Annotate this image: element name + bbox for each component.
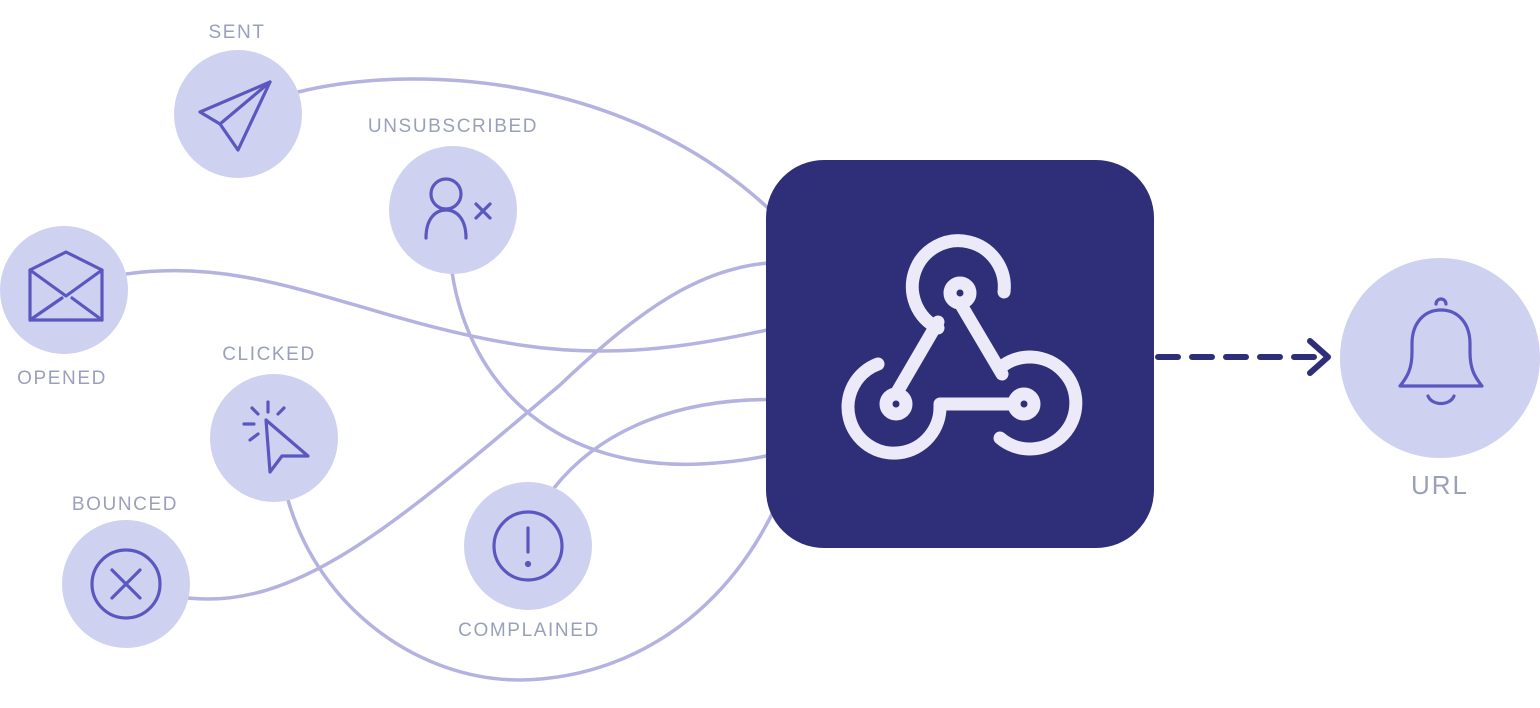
wire-complained bbox=[552, 397, 791, 490]
event-node-clicked: CLICKED bbox=[210, 344, 338, 502]
wire-sent bbox=[297, 77, 792, 232]
event-circle-opened bbox=[0, 226, 128, 354]
webhook-hub-box bbox=[766, 160, 1154, 548]
event-node-bounced: BOUNCED bbox=[62, 494, 190, 648]
wire-opened bbox=[125, 268, 791, 353]
event-circle-sent bbox=[174, 50, 302, 178]
event-node-unsubscribed: UNSUBSCRIBED bbox=[368, 116, 538, 274]
bell-icon bbox=[1398, 297, 1484, 406]
event-node-sent: SENT bbox=[174, 22, 302, 178]
delivery-arrow-head bbox=[1307, 338, 1331, 376]
event-label-bounced: BOUNCED bbox=[72, 494, 178, 515]
destination-node: URL bbox=[1340, 258, 1540, 500]
wire-bounced bbox=[187, 260, 791, 601]
destination-circle bbox=[1340, 258, 1540, 458]
envelope-open-icon bbox=[28, 250, 104, 322]
wire-clicked bbox=[286, 469, 792, 682]
destination-label: URL bbox=[1411, 470, 1469, 500]
connection-wires bbox=[125, 77, 792, 682]
event-label-opened: OPENED bbox=[17, 368, 107, 389]
event-label-sent: SENT bbox=[208, 22, 265, 43]
webhook-hub bbox=[766, 160, 1154, 548]
paper-plane-icon bbox=[198, 80, 272, 152]
event-label-unsubscribed: UNSUBSCRIBED bbox=[368, 116, 538, 137]
delivery-arrow bbox=[1155, 338, 1331, 376]
webhook-icon bbox=[841, 234, 1083, 460]
event-label-complained: COMPLAINED bbox=[458, 620, 600, 641]
cursor-click-icon bbox=[242, 400, 310, 474]
event-label-clicked: CLICKED bbox=[222, 344, 316, 365]
event-circle-clicked bbox=[210, 374, 338, 502]
x-circle-icon bbox=[90, 548, 162, 620]
alert-circle-icon bbox=[492, 510, 564, 582]
user-x-icon bbox=[424, 177, 492, 240]
wire-unsubscribed bbox=[450, 271, 791, 467]
event-node-complained: COMPLAINED bbox=[458, 482, 600, 641]
event-node-opened: OPENED bbox=[0, 226, 128, 389]
